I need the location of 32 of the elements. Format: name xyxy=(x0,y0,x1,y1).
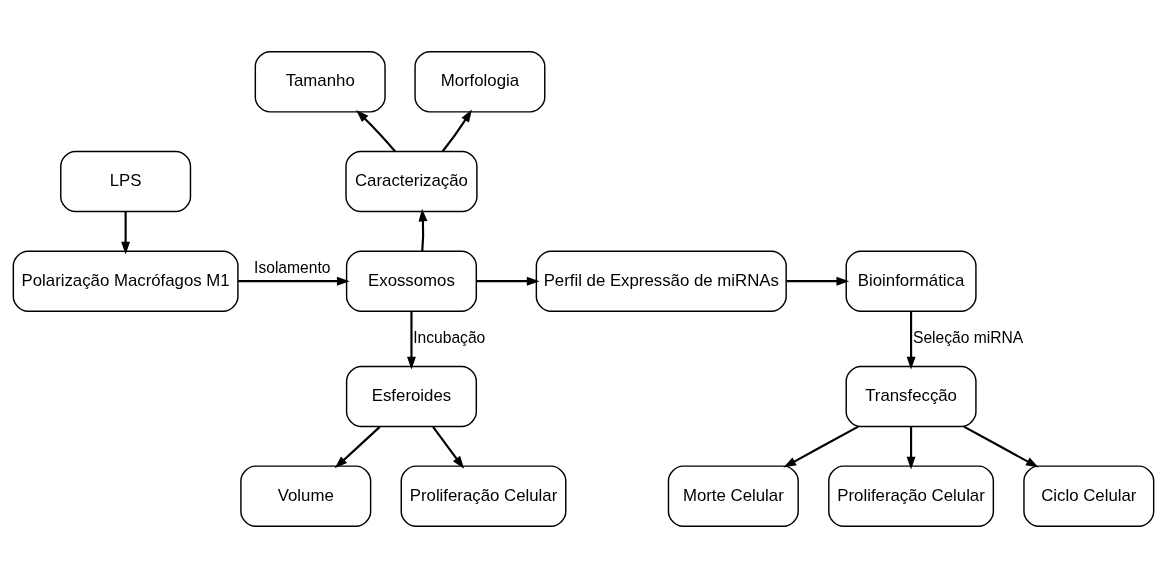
node-box: Exossomos xyxy=(345,249,478,312)
edge-label: Isolamento xyxy=(254,258,331,276)
node-box: Morte Celular xyxy=(667,464,799,527)
node-box: Perfil de Expressão de miRNAs xyxy=(535,249,787,312)
node-box: Proliferação Celular xyxy=(828,464,995,527)
node-box: Bioinformática xyxy=(845,249,977,312)
arrow xyxy=(786,276,850,286)
node-box: Morfologia xyxy=(414,50,546,113)
arrow xyxy=(963,425,1039,468)
edge-label: Incubação xyxy=(413,328,486,346)
arrow xyxy=(441,108,472,152)
arrow xyxy=(906,310,916,370)
arrow xyxy=(407,310,416,370)
node-box: Polarização Macrófagos M1 xyxy=(12,249,239,312)
arrow xyxy=(906,426,916,469)
arrow xyxy=(356,109,397,152)
node-box: Volume xyxy=(240,464,372,527)
arrow xyxy=(121,211,131,254)
node-box: Proliferação Celular xyxy=(400,464,567,527)
arrow xyxy=(418,208,428,251)
node-box: Esferoides xyxy=(345,365,478,427)
arrow xyxy=(783,425,859,468)
node-box: LPS xyxy=(60,150,192,212)
node-box: Ciclo Celular xyxy=(1023,464,1155,527)
node-box: Tamanho xyxy=(254,50,386,113)
arrow xyxy=(432,425,465,469)
edge-label: Seleção miRNA xyxy=(913,328,1024,346)
arrow xyxy=(476,276,540,286)
node-box: Caracterização xyxy=(345,150,478,212)
arrow xyxy=(334,425,381,468)
node-box: Transfecção xyxy=(845,365,977,427)
arrow xyxy=(238,276,350,286)
